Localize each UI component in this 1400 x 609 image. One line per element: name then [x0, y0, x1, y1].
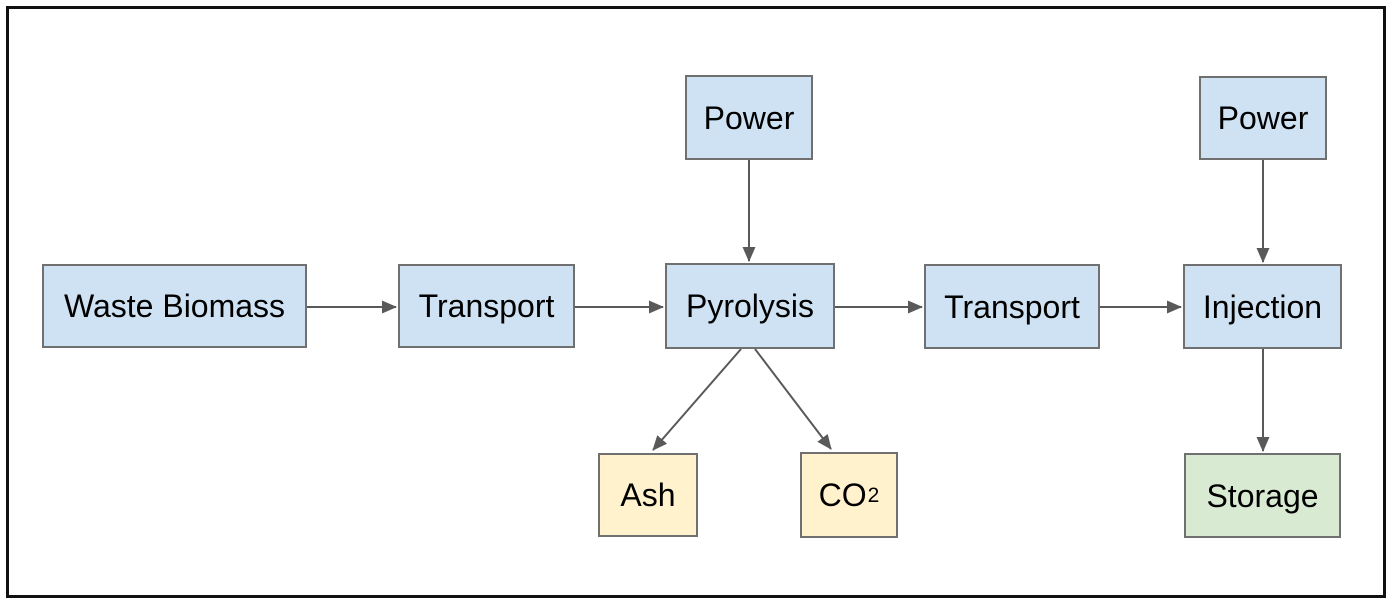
- node-waste-biomass-label: Waste Biomass: [63, 288, 286, 324]
- edge-pyrolysis-to-ash: [652, 348, 742, 451]
- node-storage-label: Storage: [1206, 477, 1319, 514]
- node-power-injection: Power: [1199, 76, 1327, 160]
- node-power-injection-label: Power: [1217, 100, 1309, 136]
- node-injection: Injection: [1183, 264, 1342, 349]
- node-transport-2-label: Transport: [944, 288, 1080, 325]
- node-co2-subscript: 2: [867, 483, 880, 507]
- node-transport-2: Transport: [924, 264, 1100, 349]
- node-co2-label: CO: [818, 477, 867, 513]
- node-ash: Ash: [598, 453, 698, 537]
- node-power-pyrolysis-label: Power: [703, 99, 795, 136]
- node-transport-1: Transport: [398, 264, 575, 348]
- node-ash-label: Ash: [620, 477, 676, 513]
- node-storage: Storage: [1184, 453, 1341, 538]
- node-transport-1-label: Transport: [418, 288, 555, 324]
- node-pyrolysis: Pyrolysis: [665, 263, 835, 349]
- edge-pyrolysis-to-co2: [754, 348, 832, 450]
- node-pyrolysis-label: Pyrolysis: [685, 288, 814, 324]
- node-waste-biomass: Waste Biomass: [42, 264, 307, 348]
- node-power-pyrolysis: Power: [685, 75, 813, 160]
- node-injection-label: Injection: [1202, 288, 1323, 325]
